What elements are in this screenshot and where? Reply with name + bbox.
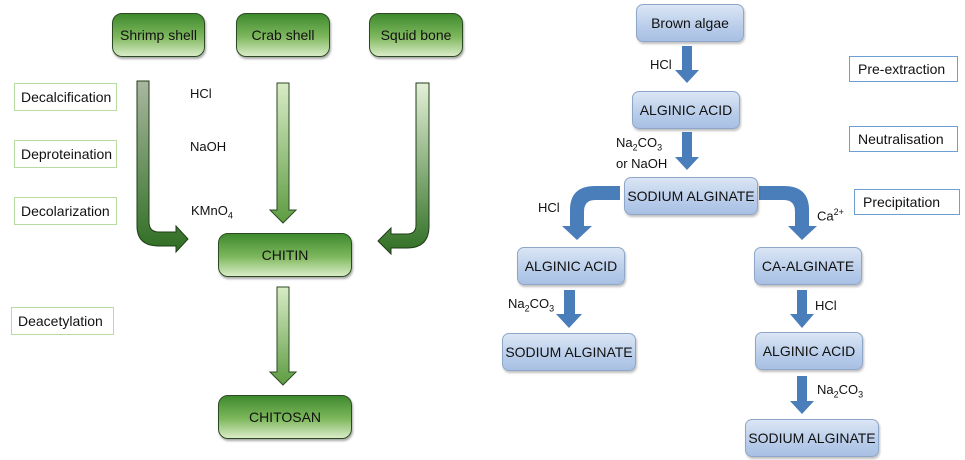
- step-label: Decolarization: [21, 203, 110, 219]
- product-chitosan: CHITOSAN: [218, 395, 352, 439]
- node-brown-algae: Brown algae: [636, 4, 744, 42]
- left-alginic-to-sodium-arrow: [556, 290, 582, 328]
- step-decolarization: Decolarization: [14, 197, 117, 225]
- product-label: CHITIN: [261, 247, 309, 263]
- reagent-alt-naoh: or NaOH: [616, 155, 668, 171]
- algae-to-alginic-arrow: [675, 46, 699, 83]
- reagent-kmno4: KMnO4: [191, 203, 233, 224]
- formula-subscript: 2: [833, 389, 839, 400]
- product-chitin: CHITIN: [218, 233, 352, 277]
- formula-text: KMnO: [191, 203, 228, 218]
- reagent-naoh: NaOH: [190, 139, 227, 154]
- formula-text: CO: [529, 296, 550, 311]
- reagent-na2co3: Na2CO3: [616, 135, 667, 156]
- formula-subscript: 2: [524, 303, 530, 314]
- formula-subscript: 3: [657, 142, 663, 153]
- sodium-to-right-branch-arrow: [759, 186, 817, 240]
- node-label: ALGINIC ACID: [524, 258, 618, 274]
- stage-precipitation: Precipitation: [854, 189, 960, 215]
- stage-label: Neutralisation: [858, 131, 944, 147]
- step-deacetylation: Deacetylation: [11, 307, 114, 335]
- formula-subscript: 2: [632, 142, 638, 153]
- formula-text: Na: [616, 135, 633, 150]
- stage-pre-extraction: Pre-extraction: [849, 56, 958, 82]
- formula-subscript: 4: [227, 210, 233, 221]
- alginic-to-sodium-arrow: [675, 132, 699, 170]
- formula-text: Na: [817, 382, 834, 397]
- reagent-na2co3-left: Na2CO3: [508, 296, 554, 317]
- step-decalcification: Decalcification: [14, 83, 117, 111]
- shrimp-to-chitin-arrow: [136, 80, 189, 254]
- source-label: Shrimp shell: [119, 27, 198, 43]
- formula-text: CO: [637, 135, 658, 150]
- node-label: SODIUM ALGINATE: [505, 344, 633, 360]
- reagent-hcl-left: HCl: [538, 200, 560, 215]
- node-alginic-acid-left: ALGINIC ACID: [517, 247, 625, 285]
- source-squid-bone: Squid bone: [369, 13, 463, 57]
- node-alginic-acid: ALGINIC ACID: [632, 91, 740, 129]
- stage-label: Precipitation: [863, 194, 941, 210]
- source-crab-shell: Crab shell: [236, 13, 330, 57]
- node-label: ALGINIC ACID: [762, 343, 856, 359]
- formula-subscript: 3: [549, 303, 555, 314]
- formula-text: Na: [508, 296, 525, 311]
- step-label: Decalcification: [21, 89, 112, 105]
- step-label: Deacetylation: [18, 313, 103, 329]
- crab-to-chitin-arrow: [268, 82, 298, 224]
- step-label: Deproteination: [21, 146, 113, 162]
- step-deproteination: Deproteination: [14, 140, 117, 168]
- source-shrimp-shell: Shrimp shell: [112, 13, 205, 57]
- node-label: ALGINIC ACID: [639, 102, 733, 118]
- reagent-na2co3-right: Na2CO3: [817, 382, 863, 403]
- formula-superscript: 2+: [833, 207, 844, 217]
- node-label: CA-ALGINATE: [761, 258, 855, 274]
- source-label: Squid bone: [380, 27, 452, 43]
- squid-to-chitin-arrow: [377, 82, 430, 256]
- node-ca-alginate: CA-ALGINATE: [754, 247, 862, 285]
- reagent-ca2plus: Ca2+: [817, 204, 844, 224]
- reagent-na2co3-or-naoh: Na2CO3 or NaOH: [616, 135, 667, 172]
- node-sodium-alginate: SODIUM ALGINATE: [624, 177, 758, 215]
- product-label: CHITOSAN: [248, 409, 322, 425]
- right-alginic-to-sodium-arrow: [790, 376, 814, 414]
- formula-text: Ca: [817, 208, 834, 224]
- node-sodium-alginate-left: SODIUM ALGINATE: [502, 333, 636, 371]
- source-label: Crab shell: [251, 27, 315, 43]
- node-label: SODIUM ALGINATE: [748, 430, 876, 446]
- reagent-hcl-right: HCl: [815, 298, 837, 313]
- node-label: Brown algae: [651, 15, 729, 31]
- ca-alginate-to-alginic-arrow: [790, 290, 814, 328]
- formula-text: CO: [838, 382, 859, 397]
- reagent-hcl: HCl: [190, 86, 212, 101]
- reagent-hcl-top: HCl: [650, 57, 672, 72]
- node-label: SODIUM ALGINATE: [627, 188, 755, 204]
- node-alginic-acid-right: ALGINIC ACID: [755, 332, 863, 370]
- stage-label: Pre-extraction: [858, 61, 946, 77]
- stage-neutralisation: Neutralisation: [849, 126, 958, 152]
- chitin-to-chitosan-arrow: [268, 286, 298, 386]
- formula-subscript: 3: [858, 389, 864, 400]
- node-sodium-alginate-right: SODIUM ALGINATE: [745, 419, 879, 457]
- sodium-to-left-branch-arrow: [562, 186, 620, 240]
